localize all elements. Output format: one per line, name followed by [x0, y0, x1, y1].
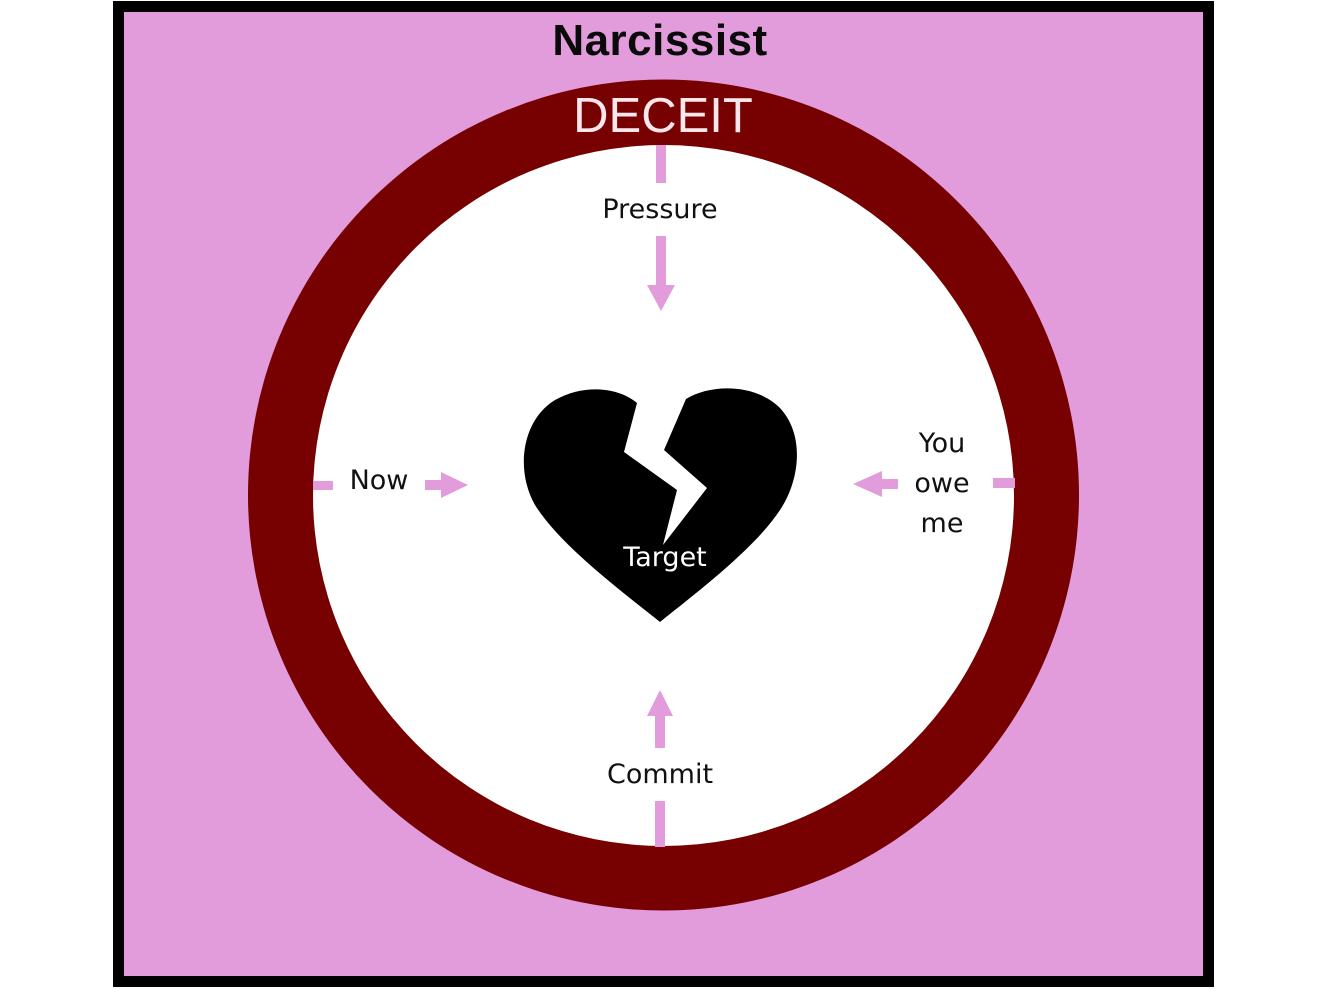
pressure-label: Pressure	[602, 194, 718, 225]
you-owe-me-line-1: You	[918, 428, 966, 459]
you-owe-me-arrow	[853, 471, 1015, 497]
pressure-arrow	[647, 145, 675, 311]
you-owe-me-line-2: owe	[914, 468, 970, 499]
deceit-label: DECEIT	[573, 89, 753, 143]
commit-label: Commit	[606, 759, 714, 790]
now-label: Now	[349, 465, 409, 496]
target-label: Target	[623, 542, 707, 573]
commit-arrow	[647, 690, 673, 847]
you-owe-me-line-3: me	[920, 508, 964, 539]
diagram-title: Narcissist	[552, 16, 768, 65]
you-owe-me-label: You owe me	[897, 424, 987, 544]
now-arrow	[313, 472, 468, 498]
broken-heart-icon	[523, 388, 797, 622]
